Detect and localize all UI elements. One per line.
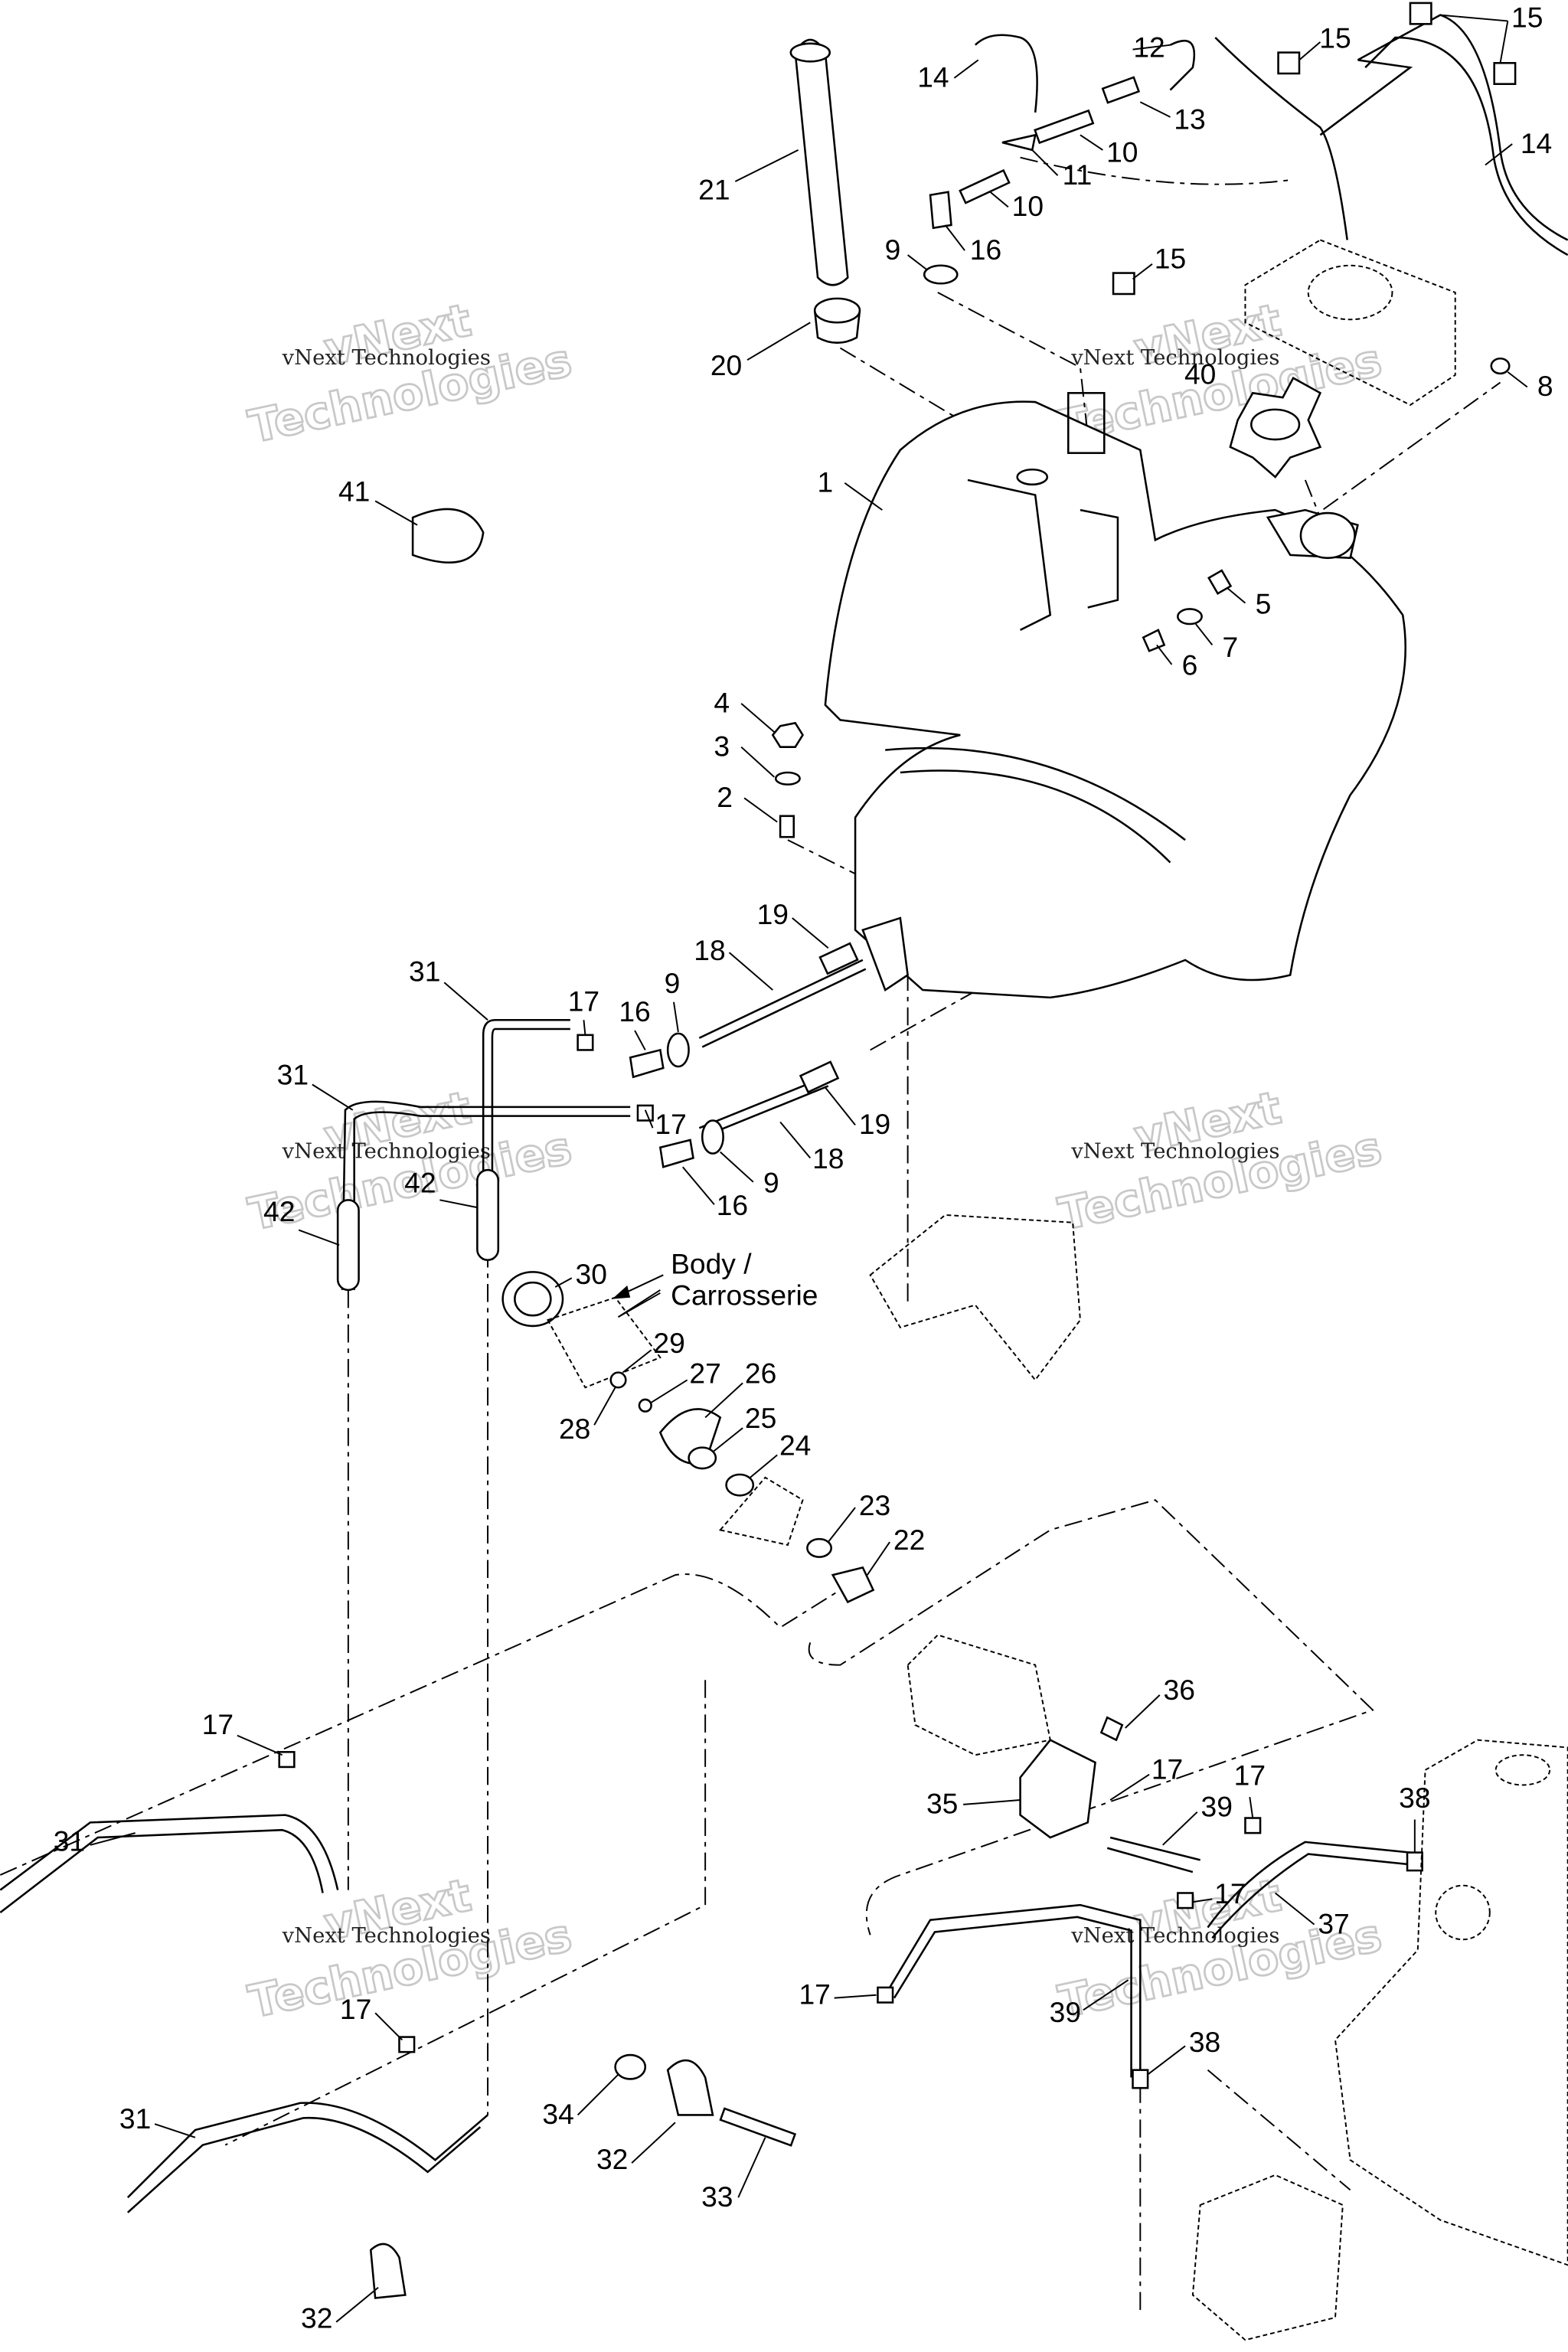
body-label-line2: Carrosserie <box>671 1279 818 1311</box>
callout-19: 19 <box>859 1108 890 1140</box>
callout-5: 5 <box>1256 587 1272 619</box>
fuel-pump-assembly <box>877 1634 1423 2089</box>
fuel-tank <box>824 392 1406 999</box>
callout-15: 15 <box>1319 22 1351 54</box>
callout-17: 17 <box>799 1978 830 2010</box>
callout-14: 14 <box>1521 127 1552 159</box>
watermark: vNext Technologies vNext Technologies <box>243 292 577 455</box>
watermark: vNext Technologies vNext Technologies <box>1053 1080 1387 1242</box>
callout-16: 16 <box>970 234 1001 266</box>
callout-17: 17 <box>1234 1759 1266 1791</box>
callout-37: 37 <box>1318 1907 1349 1939</box>
callout-16: 16 <box>717 1189 748 1221</box>
callout-4: 4 <box>714 687 730 719</box>
callout-17: 17 <box>1152 1753 1183 1785</box>
callout-18: 18 <box>812 1142 844 1174</box>
watermark-text: vNext Technologies <box>1070 1139 1279 1163</box>
callout-2: 2 <box>717 781 733 813</box>
callout-27: 27 <box>689 1357 720 1389</box>
callout-labels: 15 15 12 14 13 14 10 11 10 21 9 16 15 20… <box>54 1 1553 2334</box>
mount-bracket <box>369 2053 797 2299</box>
callout-31: 31 <box>119 2102 151 2135</box>
callout-28: 28 <box>559 1413 590 1445</box>
fuel-lines <box>0 942 867 2213</box>
callout-31: 31 <box>277 1058 309 1090</box>
callout-11: 11 <box>1063 158 1093 191</box>
callout-16: 16 <box>619 995 650 1027</box>
callout-15: 15 <box>1155 243 1186 275</box>
callout-25: 25 <box>745 1402 776 1434</box>
leader-lines <box>90 14 1528 2323</box>
callout-15: 15 <box>1511 1 1543 33</box>
fuel-cap <box>1229 376 1322 479</box>
callout-40: 40 <box>1184 358 1216 390</box>
tank-hardware <box>771 569 1233 838</box>
body-label-line1: Body / <box>671 1247 752 1279</box>
body-panel <box>869 1214 1081 1382</box>
callout-6: 6 <box>1182 649 1198 681</box>
callout-38: 38 <box>1189 2026 1220 2058</box>
callout-20: 20 <box>710 349 742 381</box>
fuel-valve-assembly <box>501 1271 875 1604</box>
watermark-text: vNext Technologies <box>282 1139 491 1163</box>
callout-22: 22 <box>893 1524 925 1556</box>
callout-17: 17 <box>202 1708 234 1740</box>
callout-12: 12 <box>1133 31 1165 63</box>
callout-35: 35 <box>926 1788 958 1820</box>
callout-42: 42 <box>404 1167 436 1199</box>
callout-39: 39 <box>1050 1996 1081 2028</box>
callout-10: 10 <box>1012 190 1044 222</box>
vent-assembly <box>923 2 1568 407</box>
callout-29: 29 <box>653 1327 684 1359</box>
callout-10: 10 <box>1106 136 1138 168</box>
callout-18: 18 <box>694 934 725 966</box>
callout-21: 21 <box>698 174 730 206</box>
watermark-text: vNext Technologies <box>1070 1924 1279 1948</box>
callout-38: 38 <box>1399 1782 1430 1814</box>
callout-33: 33 <box>701 2180 733 2213</box>
callout-39: 39 <box>1201 1791 1233 1823</box>
callout-30: 30 <box>576 1258 607 1290</box>
callout-34: 34 <box>542 2098 573 2130</box>
callout-24: 24 <box>779 1429 811 1461</box>
callout-23: 23 <box>859 1489 890 1521</box>
callout-9: 9 <box>763 1167 779 1199</box>
callout-9: 9 <box>885 234 901 266</box>
callout-8: 8 <box>1537 370 1553 402</box>
callout-1: 1 <box>818 466 834 498</box>
callout-17: 17 <box>340 1993 371 2025</box>
callout-13: 13 <box>1174 103 1205 135</box>
callout-32: 32 <box>596 2143 628 2175</box>
callout-26: 26 <box>745 1357 776 1389</box>
callout-31: 31 <box>54 1825 85 1857</box>
engine <box>1191 1739 1568 2341</box>
callout-32: 32 <box>301 2302 332 2334</box>
callout-36: 36 <box>1164 1674 1195 1706</box>
callout-17: 17 <box>655 1108 686 1140</box>
watermark-text: vNext Technologies <box>1070 346 1279 370</box>
watermark: vNext Technologies vNext Technologies <box>243 1867 577 2030</box>
clamp-41 <box>411 508 485 564</box>
assembly-lines <box>0 156 1501 2311</box>
filler-neck <box>789 38 861 344</box>
callout-17: 17 <box>568 985 599 1017</box>
watermark-text: vNext Technologies <box>282 1924 491 1948</box>
callout-9: 9 <box>665 967 681 999</box>
callout-17: 17 <box>1214 1877 1246 1909</box>
callout-42: 42 <box>263 1195 295 1227</box>
body-arrow-head <box>612 1285 631 1299</box>
callout-3: 3 <box>714 730 730 762</box>
watermark-text: vNext Technologies <box>282 346 491 370</box>
callout-19: 19 <box>757 898 789 930</box>
callout-31: 31 <box>409 955 440 987</box>
callout-14: 14 <box>917 61 949 93</box>
callout-41: 41 <box>338 475 370 507</box>
callout-7: 7 <box>1223 631 1239 663</box>
